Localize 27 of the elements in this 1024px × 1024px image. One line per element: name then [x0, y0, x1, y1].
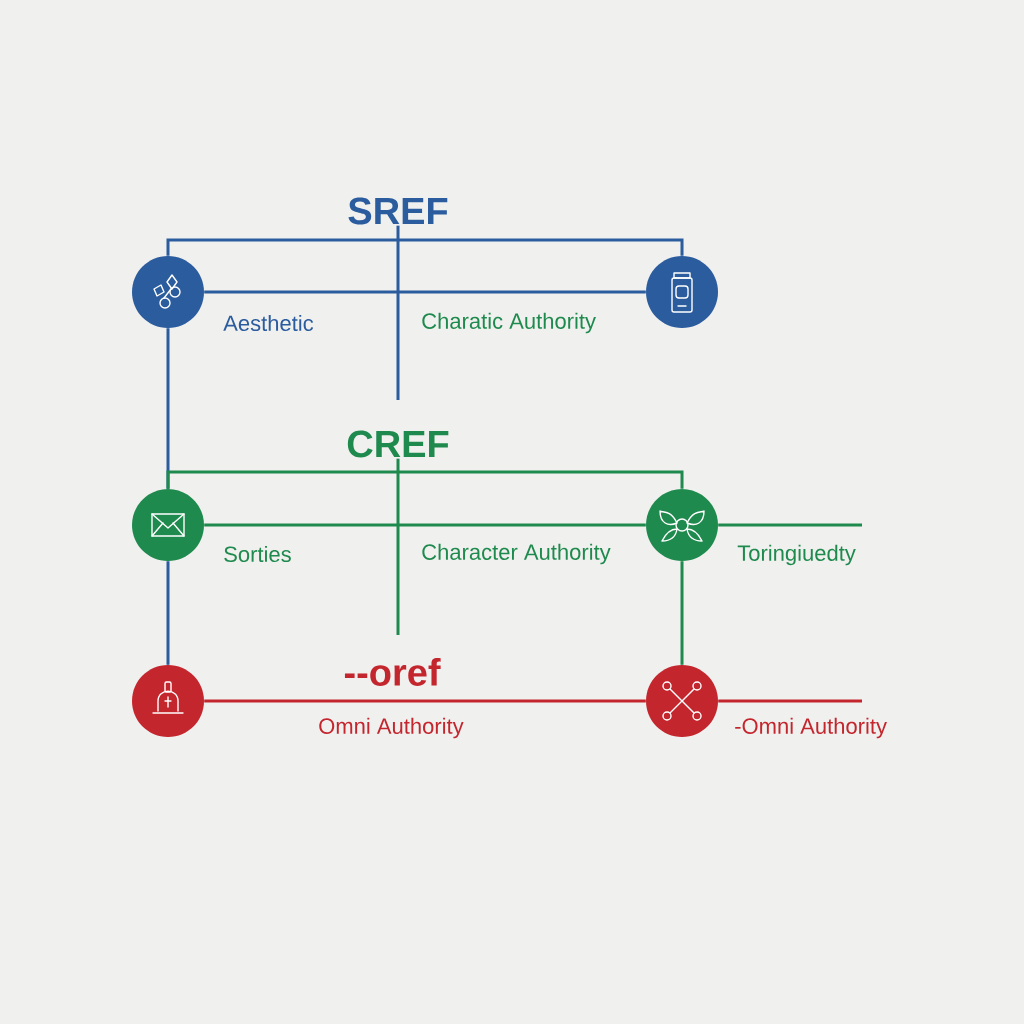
- connector-line: [396, 458, 400, 635]
- node-caption: Toringiuedty: [737, 544, 856, 566]
- text-label: Charatic Authority: [422, 312, 596, 334]
- icon-circle: [132, 489, 204, 561]
- node-caption: -Omni Authority: [735, 717, 887, 739]
- text-label: Omni Authority: [319, 717, 464, 739]
- connector-line: [718, 523, 862, 527]
- connector-line: [204, 699, 646, 703]
- connector-line: [204, 290, 646, 294]
- connector-line: [680, 561, 684, 665]
- connector-line: [166, 238, 684, 256]
- section-heading: SREF: [348, 197, 448, 225]
- icon-circle: [646, 489, 718, 561]
- connector-line: [166, 561, 170, 665]
- connector-line: [204, 523, 646, 527]
- connector-line: [166, 470, 684, 489]
- icon-circle: [132, 256, 204, 328]
- icon-circle: [132, 665, 204, 737]
- connector-line: [718, 699, 862, 703]
- node-caption: Sorties: [224, 545, 291, 563]
- node-caption: Aesthetic: [223, 314, 314, 332]
- section-heading: --oref: [344, 658, 441, 686]
- connector-line: [396, 225, 400, 400]
- icon-circle: [646, 665, 718, 737]
- icon-circle: [646, 256, 718, 328]
- text-label: Character Authority: [422, 543, 611, 565]
- section-heading: CREF: [347, 430, 449, 458]
